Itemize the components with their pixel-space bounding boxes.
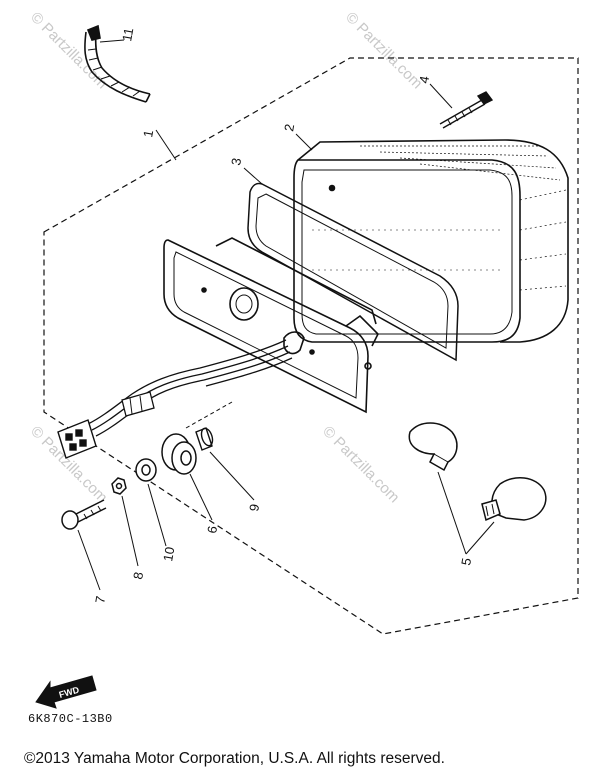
part-8-nut [111, 477, 127, 495]
callout-3: 3 [228, 157, 244, 167]
part-7-screw [61, 499, 107, 530]
part-5-bulbs [408, 422, 547, 522]
part-2-lens [293, 139, 569, 343]
callout-4: 4 [416, 75, 432, 85]
watermark: © Partzilla.com [342, 9, 425, 92]
wire-harness [87, 339, 293, 437]
watermark: © Partzilla.com [27, 9, 110, 92]
part-1-base [163, 237, 379, 414]
copyright-notice: ©2013 Yamaha Motor Corporation, U.S.A. A… [24, 750, 445, 767]
part-6-grommet [161, 433, 197, 475]
callout-1: 1 [140, 129, 156, 139]
callout-8: 8 [130, 571, 146, 581]
part-3-gasket [247, 182, 459, 362]
part-code: 6K870C-13B0 [28, 712, 113, 726]
assembly-boundary [43, 57, 579, 635]
callout-5: 5 [458, 557, 474, 567]
callout-6: 6 [204, 525, 220, 535]
part-4-bolt [439, 91, 494, 129]
callout-2: 2 [281, 123, 297, 133]
parts-diagram: © Partzilla.com © Partzilla.com © Partzi… [27, 9, 579, 709]
leader-lines [77, 39, 495, 591]
fwd-arrow-icon: FWD [35, 675, 97, 709]
callout-9: 9 [246, 503, 262, 513]
callout-11: 11 [119, 27, 136, 43]
part-11-strap [84, 24, 151, 103]
callout-10: 10 [160, 546, 177, 563]
callout-numbers: 1 2 3 4 5 6 7 8 9 10 11 [92, 27, 474, 605]
part-10-washer [135, 458, 157, 482]
part-9-collar [195, 427, 214, 451]
harness-connector [57, 419, 97, 459]
watermark: © Partzilla.com [319, 423, 402, 506]
callout-7: 7 [92, 595, 108, 605]
